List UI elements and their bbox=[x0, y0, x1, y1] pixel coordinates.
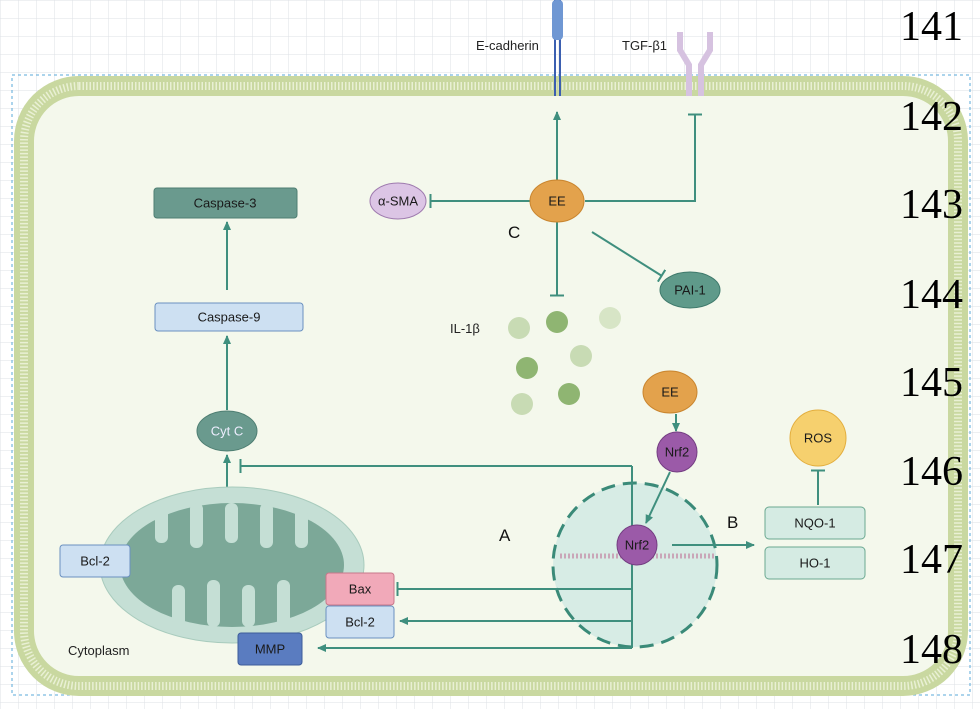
tgf-beta1-label: TGF-β1 bbox=[622, 38, 667, 53]
pathway-label-a: A bbox=[499, 526, 511, 545]
ee-label-top: EE bbox=[548, 193, 566, 208]
mmp-label: MMP bbox=[255, 641, 285, 656]
nrf2-cyto-node bbox=[656, 431, 698, 473]
pai1-label: PAI-1 bbox=[674, 282, 706, 297]
caspase9-node bbox=[154, 302, 304, 332]
cytc-label: Cyt C bbox=[211, 423, 244, 438]
bax-label: Bax bbox=[349, 581, 372, 596]
e-cadherin-label: E-cadherin bbox=[476, 38, 539, 53]
mmp-node bbox=[237, 632, 303, 666]
membrane-texture bbox=[20, 82, 962, 690]
nqo1-node bbox=[764, 506, 866, 540]
bcl2-right-node bbox=[325, 605, 395, 639]
arrow-nrf2-translocation bbox=[645, 471, 671, 524]
mitochondrion bbox=[99, 486, 365, 644]
caspase3-label: Caspase-3 bbox=[194, 195, 257, 210]
caspase3-node bbox=[153, 187, 298, 219]
alpha-sma-label: α-SMA bbox=[378, 193, 418, 208]
line-numbers: 141 142 143 144 145 146 147 148 bbox=[900, 4, 963, 673]
line-number: 143 bbox=[900, 182, 963, 228]
line-number: 147 bbox=[900, 537, 963, 583]
ros-node bbox=[789, 409, 847, 467]
nqo1-label: NQO-1 bbox=[794, 515, 835, 530]
line-number: 142 bbox=[900, 94, 963, 140]
il1b-label: IL-1β bbox=[450, 321, 480, 336]
ee-label-bottom: EE bbox=[661, 384, 679, 399]
bcl2-left-label: Bcl-2 bbox=[80, 553, 110, 568]
line-number: 146 bbox=[900, 449, 963, 495]
nrf2-nucleus-node bbox=[616, 524, 658, 566]
pathway-label-b: B bbox=[727, 513, 738, 532]
bcl2-right-label: Bcl-2 bbox=[345, 614, 375, 629]
cytoplasm-label: Cytoplasm bbox=[68, 643, 129, 658]
e-cadherin-receptor bbox=[552, 0, 563, 96]
line-number: 148 bbox=[900, 627, 963, 673]
ros-label: ROS bbox=[804, 430, 833, 445]
line-number: 144 bbox=[900, 272, 963, 318]
nrf2-nucleus-label: Nrf2 bbox=[625, 537, 650, 552]
ho1-label: HO-1 bbox=[799, 555, 830, 570]
cytc-node bbox=[196, 410, 258, 452]
nrf2-cyto-label: Nrf2 bbox=[665, 444, 690, 459]
ee-node-top bbox=[529, 179, 585, 223]
inhibit-ee-to-tgfb1 bbox=[585, 113, 702, 202]
ee-node-bottom bbox=[642, 370, 698, 414]
bax-node bbox=[325, 572, 395, 606]
caspase9-label: Caspase-9 bbox=[198, 309, 261, 324]
selection-frame bbox=[11, 74, 971, 696]
pathway-label-c: C bbox=[508, 223, 520, 242]
bcl2-left-node bbox=[59, 544, 131, 578]
pai1-node bbox=[659, 271, 721, 309]
line-number: 141 bbox=[900, 4, 963, 50]
alpha-sma-node bbox=[369, 182, 427, 220]
tgf-beta1-receptor bbox=[677, 32, 713, 96]
il1b-particles bbox=[508, 307, 621, 415]
line-number: 145 bbox=[900, 360, 963, 406]
ho1-node bbox=[764, 546, 866, 580]
inhibit-ee-to-pai1 bbox=[591, 231, 667, 283]
